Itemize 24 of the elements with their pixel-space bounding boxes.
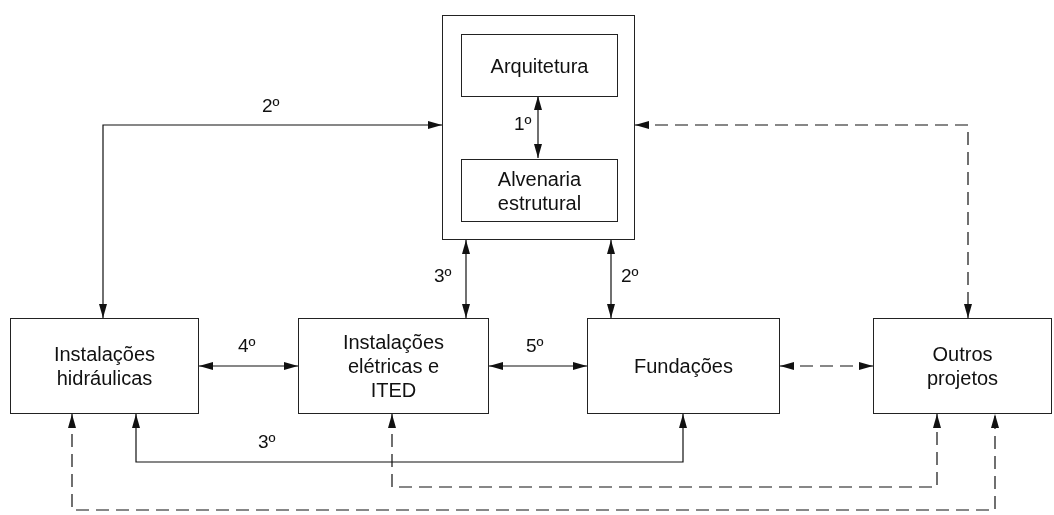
box-label: Outros projetos: [925, 342, 1000, 390]
dashed-arrow: [779, 362, 874, 370]
process-box: [10, 318, 199, 414]
group-box: [442, 15, 635, 240]
box-label: Fundações: [634, 354, 733, 378]
arrow: [99, 121, 443, 319]
dashed-arrow: [634, 121, 972, 319]
dashed-arrow: [388, 413, 941, 488]
arrow: [488, 362, 588, 370]
process-box: [587, 318, 780, 414]
arrow: [132, 413, 687, 463]
box-label: Alvenaria estrutural: [496, 166, 583, 215]
arrow: [534, 95, 542, 159]
box-label: Instalações elétricas e ITED: [341, 330, 446, 402]
arrow: [462, 239, 470, 319]
box-label: Instalações hidráulicas: [52, 342, 157, 390]
process-box: [461, 34, 618, 97]
box-label: Arquitetura: [490, 53, 589, 78]
arrow: [607, 239, 615, 319]
arrow: [198, 362, 299, 370]
process-box: [873, 318, 1052, 414]
process-box: [461, 159, 618, 222]
process-box: [298, 318, 489, 414]
dashed-arrow: [68, 413, 999, 511]
